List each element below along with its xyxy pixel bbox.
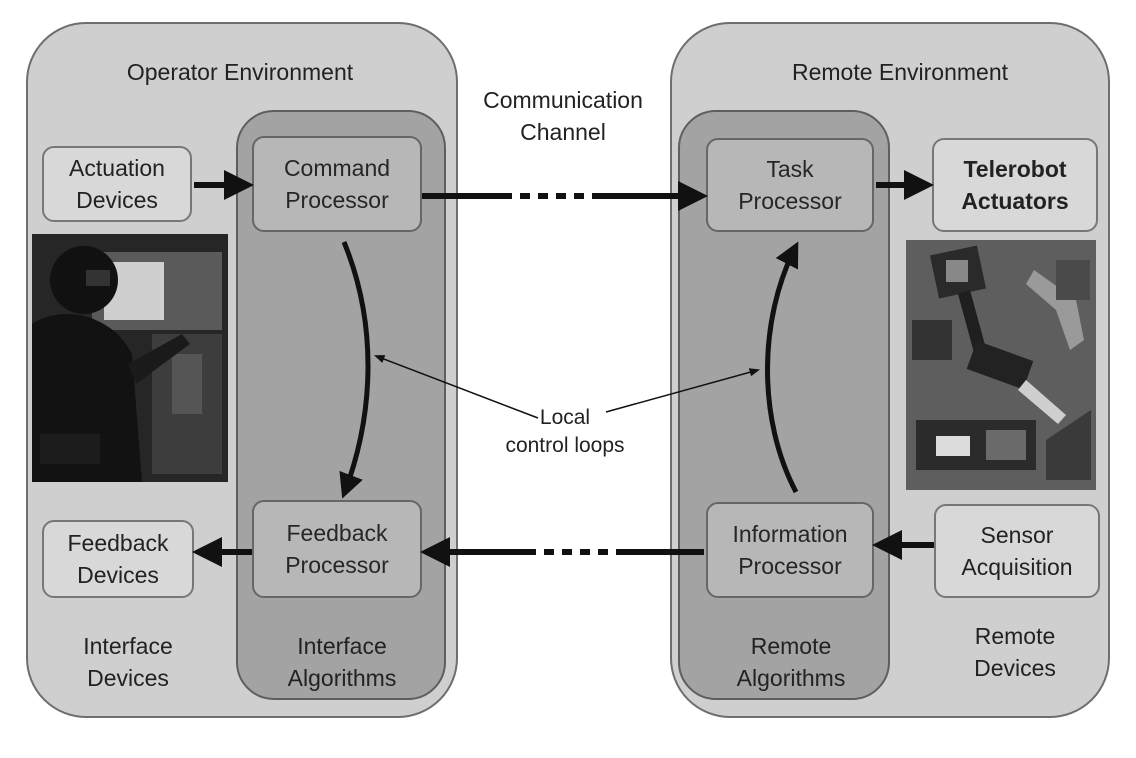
information-processor-box: Information Processor <box>706 502 874 598</box>
remote-local-loop-arrow <box>765 241 799 494</box>
pointer-to-remote-loop <box>605 368 761 413</box>
remote-environment-title: Remote Environment <box>791 59 1009 85</box>
local-control-loops-label: Local control loops <box>505 406 625 457</box>
task-processor-box: Task Processor <box>706 138 874 232</box>
interface-algorithms-label: Interface Algorithms <box>287 633 397 691</box>
communication-channel-label: Communication Channel <box>483 87 643 145</box>
telerobot-actuators-box: Telerobot Actuators <box>932 138 1098 232</box>
operator-environment-title: Operator Environment <box>126 59 354 85</box>
actuation-devices-box: Actuation Devices <box>42 146 192 222</box>
feedback-processor-box: Feedback Processor <box>252 500 422 598</box>
feedback-devices-box: Feedback Devices <box>42 520 194 598</box>
sensor-acquisition-box: Sensor Acquisition <box>934 504 1100 598</box>
telerobot-photo <box>906 240 1096 490</box>
command-processor-box: Command Processor <box>252 136 422 232</box>
pointer-to-operator-loop <box>374 355 539 419</box>
operator-photo-image <box>32 234 228 482</box>
remote-devices-label: Remote Devices <box>974 623 1056 681</box>
telerobot-photo-image <box>906 240 1096 490</box>
operator-local-loop-arrow <box>339 241 371 499</box>
operator-photo <box>32 234 228 482</box>
interface-devices-label: Interface Devices <box>83 633 173 691</box>
remote-algorithms-label: Remote Algorithms <box>736 633 846 691</box>
